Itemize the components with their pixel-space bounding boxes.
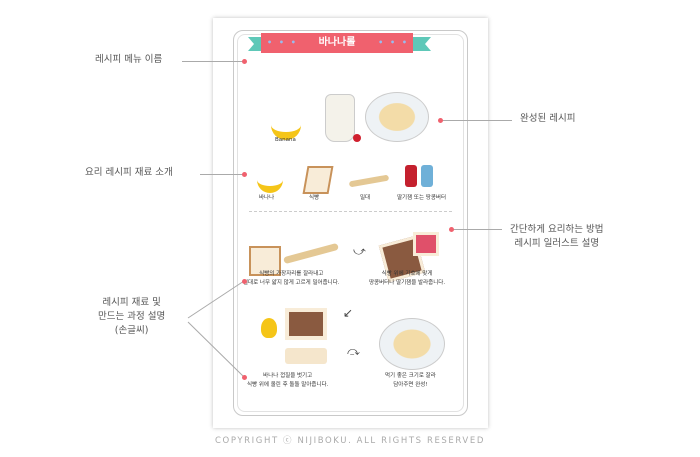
step-3-line2: 식빵 위에 올린 후 돌돌 말아줍니다. [247,382,329,388]
annotation-line [182,61,244,62]
annotation-point [449,227,454,232]
section-divider [249,211,452,212]
ingredient-label: 밀대 [360,195,371,201]
step-1-line1: 식빵의 가장자리를 잘라내고 [259,271,324,277]
annotation-process-line1: 레시피 재료 및 [102,297,161,308]
banana-icon [257,168,283,193]
annotation-point [242,59,247,64]
annotation-finished-recipe: 완성된 레시피 [520,113,576,124]
ribbon-tail-right [413,37,431,51]
banana-roll-plate-illustration [365,92,429,142]
annotation-point [438,118,443,123]
arrow-icon: ⤻ [353,244,366,258]
step-3-line1: 바나나 껍질을 벗기고 [263,373,313,379]
arrow-icon: ⤼ [347,344,360,358]
card-frame [233,30,468,416]
milk-jug-illustration [325,94,355,142]
annotation-point [242,375,247,380]
step-1-line2: 밀대로 너무 얇지 않게 고르게 밀어줍니다. [243,280,340,286]
step4-plate-illustration [379,318,445,370]
ingredient-label: 식빵 [309,195,320,201]
step3-illustration [285,308,327,340]
step3-banana [261,318,277,338]
step2-jam-bread [413,232,439,256]
annotation-process-line2: 만드는 과정 설명 [98,311,166,322]
annotation-ingredients: 요리 레시피 재료 소개 [85,167,173,178]
banana-caption: Banana [275,137,296,143]
banana-illustration [271,106,301,140]
ingredient-label: 바나나 [259,195,275,201]
annotation-point [242,172,247,177]
ingredient-label: 딸기잼 또는 땅콩버터 [397,195,447,201]
annotation-line [452,229,502,230]
recipe-card: • • •바나나롤• • • Banana 바나나 식빵 밀대 딸기잼 또는 땅… [213,18,488,428]
step1-illustration [249,246,281,276]
step-4-line1: 먹기 좋은 크기로 잘라 [385,373,436,379]
arrow-icon: ↙ [343,306,354,320]
annotation-line [200,174,244,175]
cherry-illustration [353,134,361,142]
annotation-process-line3: (손글씨) [114,325,149,336]
annotation-method-line2: 레시피 일러스트 설명 [514,238,600,249]
jam-jar-icon [405,165,417,187]
step-4-line2: 담아주면 완성! [393,382,428,388]
annotation-line [442,120,512,121]
copyright-notice: COPYRIGHT ⓒ NIJIBOKU. ALL RIGHTS RESERVE… [215,436,485,446]
annotation-point [242,279,247,284]
annotation-menu-name: 레시피 메뉴 이름 [95,54,163,65]
recipe-title: 바나나롤 [318,37,356,48]
step-2-line1: 식빵 위에 기호에 맞게 [381,271,433,277]
step-2-line2: 땅콩버터나 딸기잼을 발라줍니다. [369,280,446,286]
peanut-butter-jar-icon [421,165,433,187]
recipe-title-banner: • • •바나나롤• • • [261,33,413,53]
step3-roll [285,348,327,364]
annotation-method-line1: 간단하게 요리하는 방법 [510,224,604,235]
